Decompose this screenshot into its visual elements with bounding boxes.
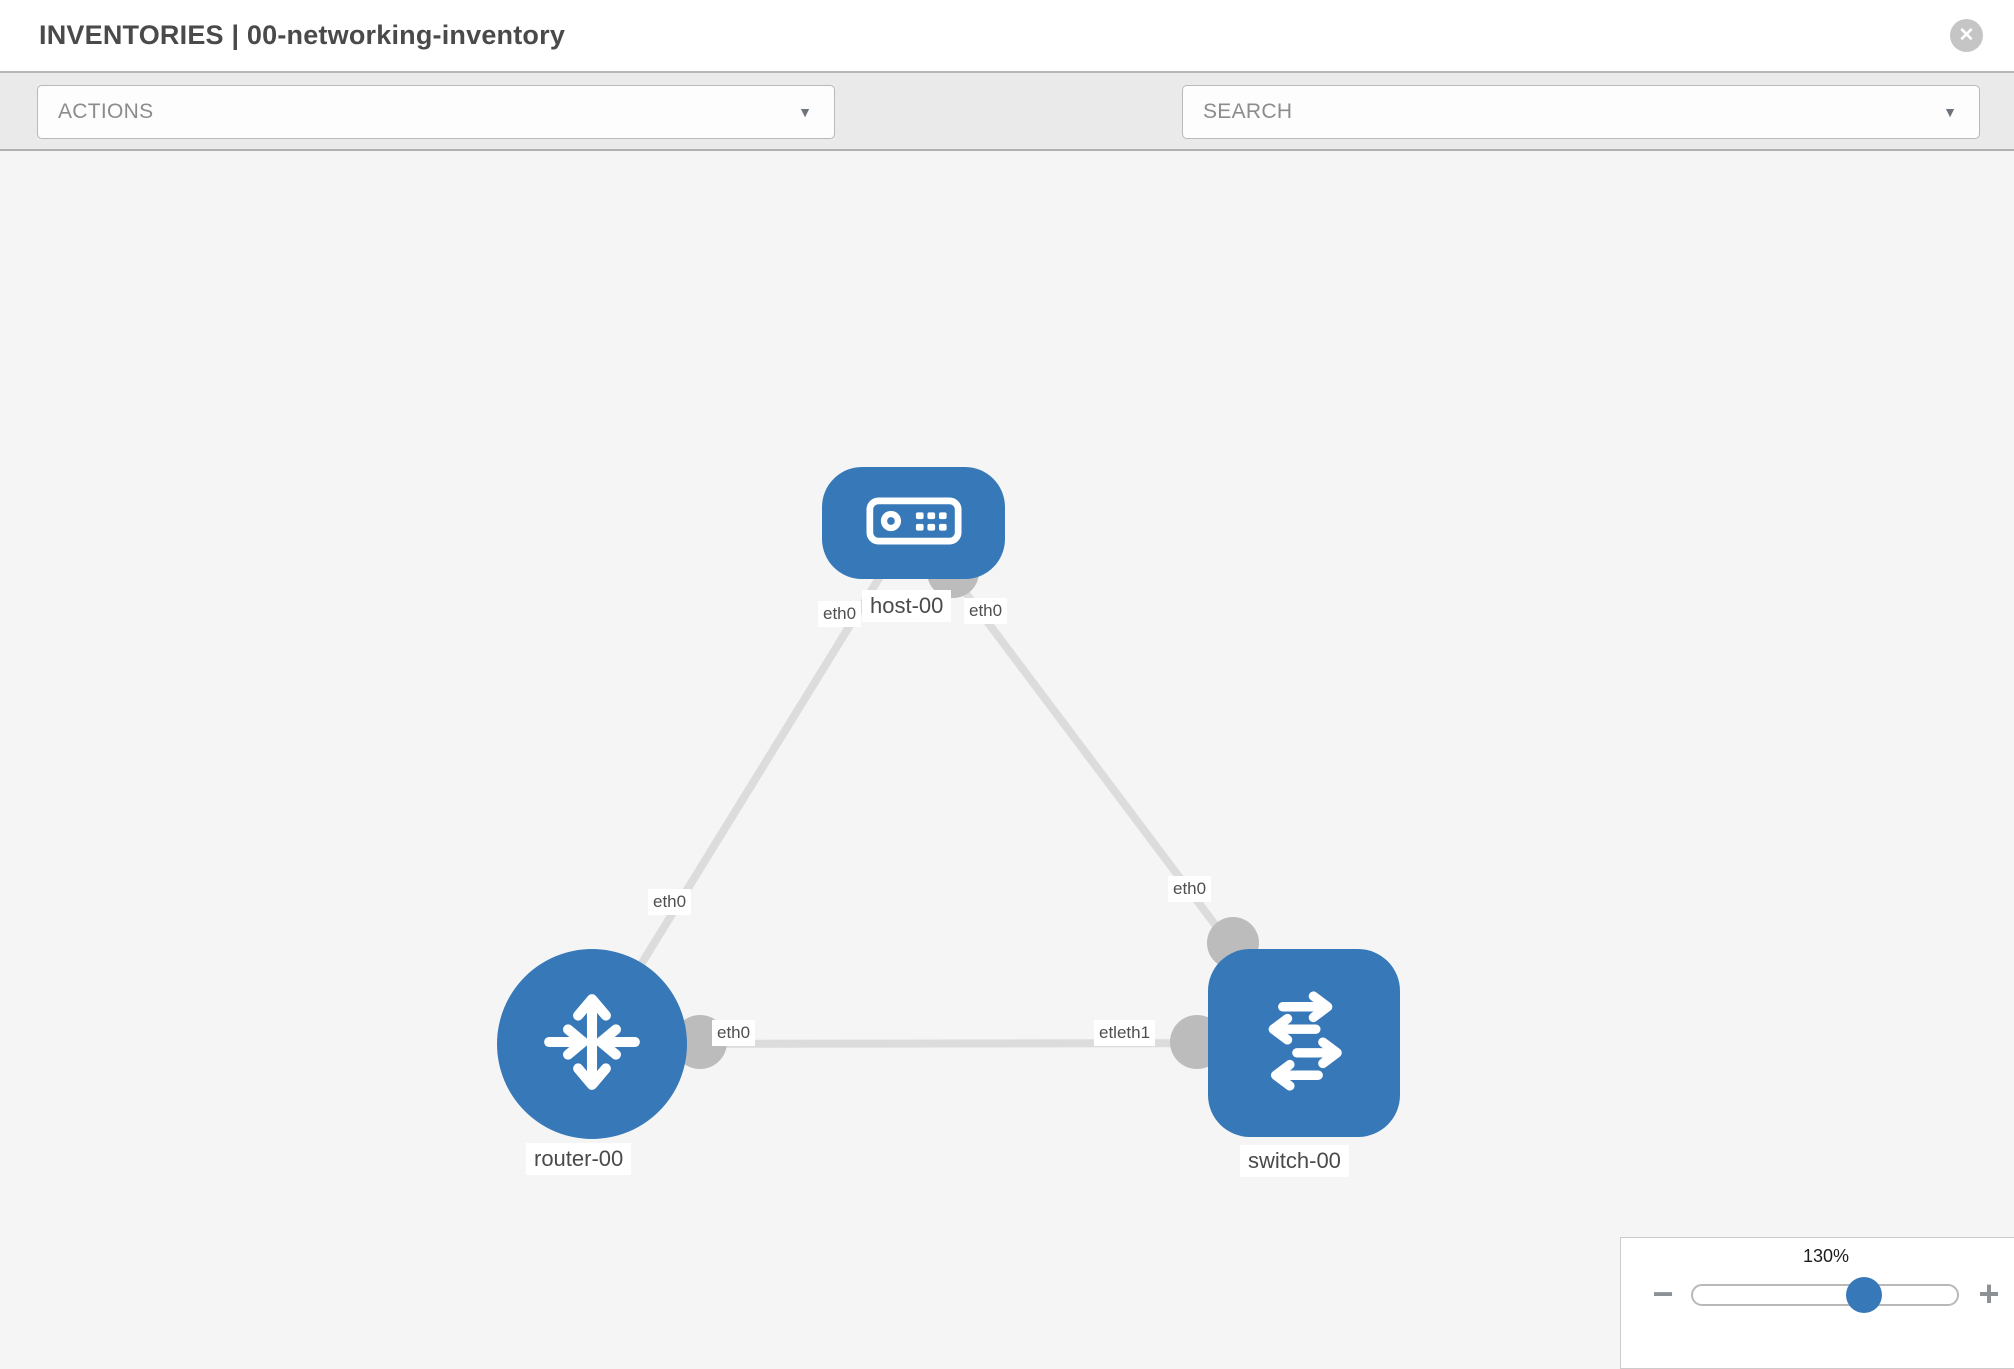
zoom-control-panel: 130% − + xyxy=(1620,1237,2014,1369)
topology-canvas[interactable]: eth0 host-00 eth0 eth0 eth0 eth0 etleth1… xyxy=(0,152,2014,1369)
node-label-router-00: router-00 xyxy=(526,1143,632,1175)
host-icon xyxy=(865,495,962,552)
port-label-host-eth0-right: eth0 xyxy=(964,598,1008,624)
node-label-host-00: host-00 xyxy=(862,590,952,622)
switch-icon xyxy=(1245,982,1363,1105)
zoom-slider-thumb[interactable] xyxy=(1846,1277,1882,1313)
node-router-00[interactable] xyxy=(497,949,687,1139)
search-dropdown[interactable]: SEARCH ▼ xyxy=(1182,85,1980,139)
zoom-level-value: 130% xyxy=(1802,1246,1850,1266)
port-label-router-eth0-upper: eth0 xyxy=(648,889,692,915)
port-label-router-eth0-link: eth0 xyxy=(712,1020,756,1046)
port-label-switch-eth0-upper: eth0 xyxy=(1168,876,1212,902)
port-label-host-eth0-left: eth0 xyxy=(818,601,862,627)
zoom-slider-track[interactable] xyxy=(1691,1284,1959,1306)
port-label-switch-eth1-overlap: etleth1 xyxy=(1094,1020,1156,1046)
toolbar: ACTIONS ▼ SEARCH ▼ xyxy=(0,71,2014,207)
router-icon xyxy=(529,979,655,1110)
chevron-down-icon: ▼ xyxy=(1943,104,1957,120)
zoom-in-button[interactable]: + xyxy=(1978,1273,2000,1314)
link-lines xyxy=(588,520,1308,1048)
actions-dropdown[interactable]: ACTIONS ▼ xyxy=(37,85,835,139)
chevron-down-icon: ▼ xyxy=(798,104,812,120)
title-bar: INVENTORIES | 00-networking-inventory ✕ xyxy=(0,0,2014,71)
close-icon[interactable]: ✕ xyxy=(1950,19,1983,52)
node-switch-00[interactable] xyxy=(1208,949,1400,1137)
node-label-switch-00: switch-00 xyxy=(1240,1145,1349,1177)
page-title: INVENTORIES | 00-networking-inventory xyxy=(39,20,566,50)
zoom-out-button[interactable]: − xyxy=(1652,1273,1674,1314)
search-placeholder: SEARCH xyxy=(1203,100,1293,123)
actions-dropdown-label: ACTIONS xyxy=(58,100,154,123)
node-host-00[interactable] xyxy=(822,467,1005,579)
